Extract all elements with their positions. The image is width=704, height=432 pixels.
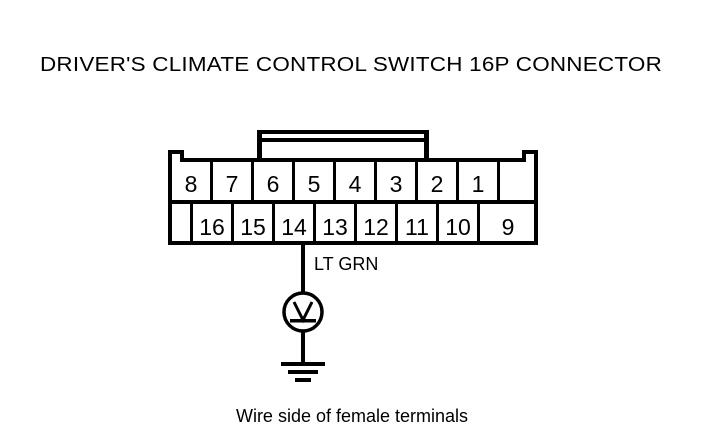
pin-label-4: 4 bbox=[349, 171, 362, 197]
pin-label-1: 1 bbox=[472, 171, 485, 197]
page-title: DRIVER'S CLIMATE CONTROL SWITCH 16P CONN… bbox=[40, 54, 662, 76]
bottom-divider-2 bbox=[231, 202, 234, 243]
ground-bar-3 bbox=[295, 378, 311, 382]
top-divider-6 bbox=[415, 160, 418, 202]
latch-inner-bar bbox=[261, 138, 425, 142]
connector-body-outline bbox=[168, 150, 538, 245]
pin-label-5: 5 bbox=[308, 171, 321, 197]
wire-color-label: LT GRN bbox=[314, 254, 378, 274]
diagram-caption: Wire side of female terminals bbox=[236, 406, 468, 426]
bottom-divider-6 bbox=[395, 202, 398, 243]
pin-label-10: 10 bbox=[445, 214, 471, 240]
ground-bar-1 bbox=[281, 362, 325, 366]
latch-right-post bbox=[424, 130, 429, 158]
top-divider-4 bbox=[333, 160, 336, 202]
pin-label-6: 6 bbox=[267, 171, 280, 197]
connector-latch bbox=[257, 130, 429, 158]
pin-label-3: 3 bbox=[390, 171, 403, 197]
top-divider-1 bbox=[210, 160, 213, 202]
voltmeter-dc-bar bbox=[290, 319, 316, 323]
wire-upper-segment bbox=[301, 243, 305, 294]
latch-left-post bbox=[257, 130, 262, 158]
ground-symbol bbox=[281, 362, 325, 382]
top-divider-2 bbox=[251, 160, 254, 202]
bottom-row-pin-labels: 16 15 14 13 12 11 10 9 bbox=[199, 214, 514, 240]
pin-label-9: 9 bbox=[502, 214, 515, 240]
pin-label-14: 14 bbox=[281, 214, 307, 240]
top-divider-5 bbox=[374, 160, 377, 202]
top-divider-3 bbox=[292, 160, 295, 202]
bottom-divider-8 bbox=[477, 202, 480, 243]
bottom-divider-4 bbox=[313, 202, 316, 243]
top-divider-7 bbox=[456, 160, 459, 202]
bottom-divider-3 bbox=[272, 202, 275, 243]
bottom-divider-1 bbox=[190, 202, 193, 243]
pin-label-16: 16 bbox=[199, 214, 225, 240]
pin-label-12: 12 bbox=[363, 214, 389, 240]
pin-label-8: 8 bbox=[185, 171, 198, 197]
latch-top-bar bbox=[257, 130, 429, 134]
ground-bar-2 bbox=[288, 370, 318, 374]
wire-lower-segment bbox=[301, 331, 305, 364]
bottom-row-dividers bbox=[190, 202, 480, 243]
pin-label-13: 13 bbox=[322, 214, 348, 240]
pin-label-2: 2 bbox=[431, 171, 444, 197]
top-divider-8 bbox=[497, 160, 500, 202]
row-divider bbox=[170, 200, 536, 204]
pin-label-15: 15 bbox=[240, 214, 266, 240]
bottom-divider-7 bbox=[436, 202, 439, 243]
top-row-dividers bbox=[210, 160, 500, 202]
bottom-divider-5 bbox=[354, 202, 357, 243]
pin-label-7: 7 bbox=[226, 171, 239, 197]
top-row-pin-labels: 8 7 6 5 4 3 2 1 bbox=[185, 171, 485, 197]
pin-label-11: 11 bbox=[405, 214, 429, 240]
